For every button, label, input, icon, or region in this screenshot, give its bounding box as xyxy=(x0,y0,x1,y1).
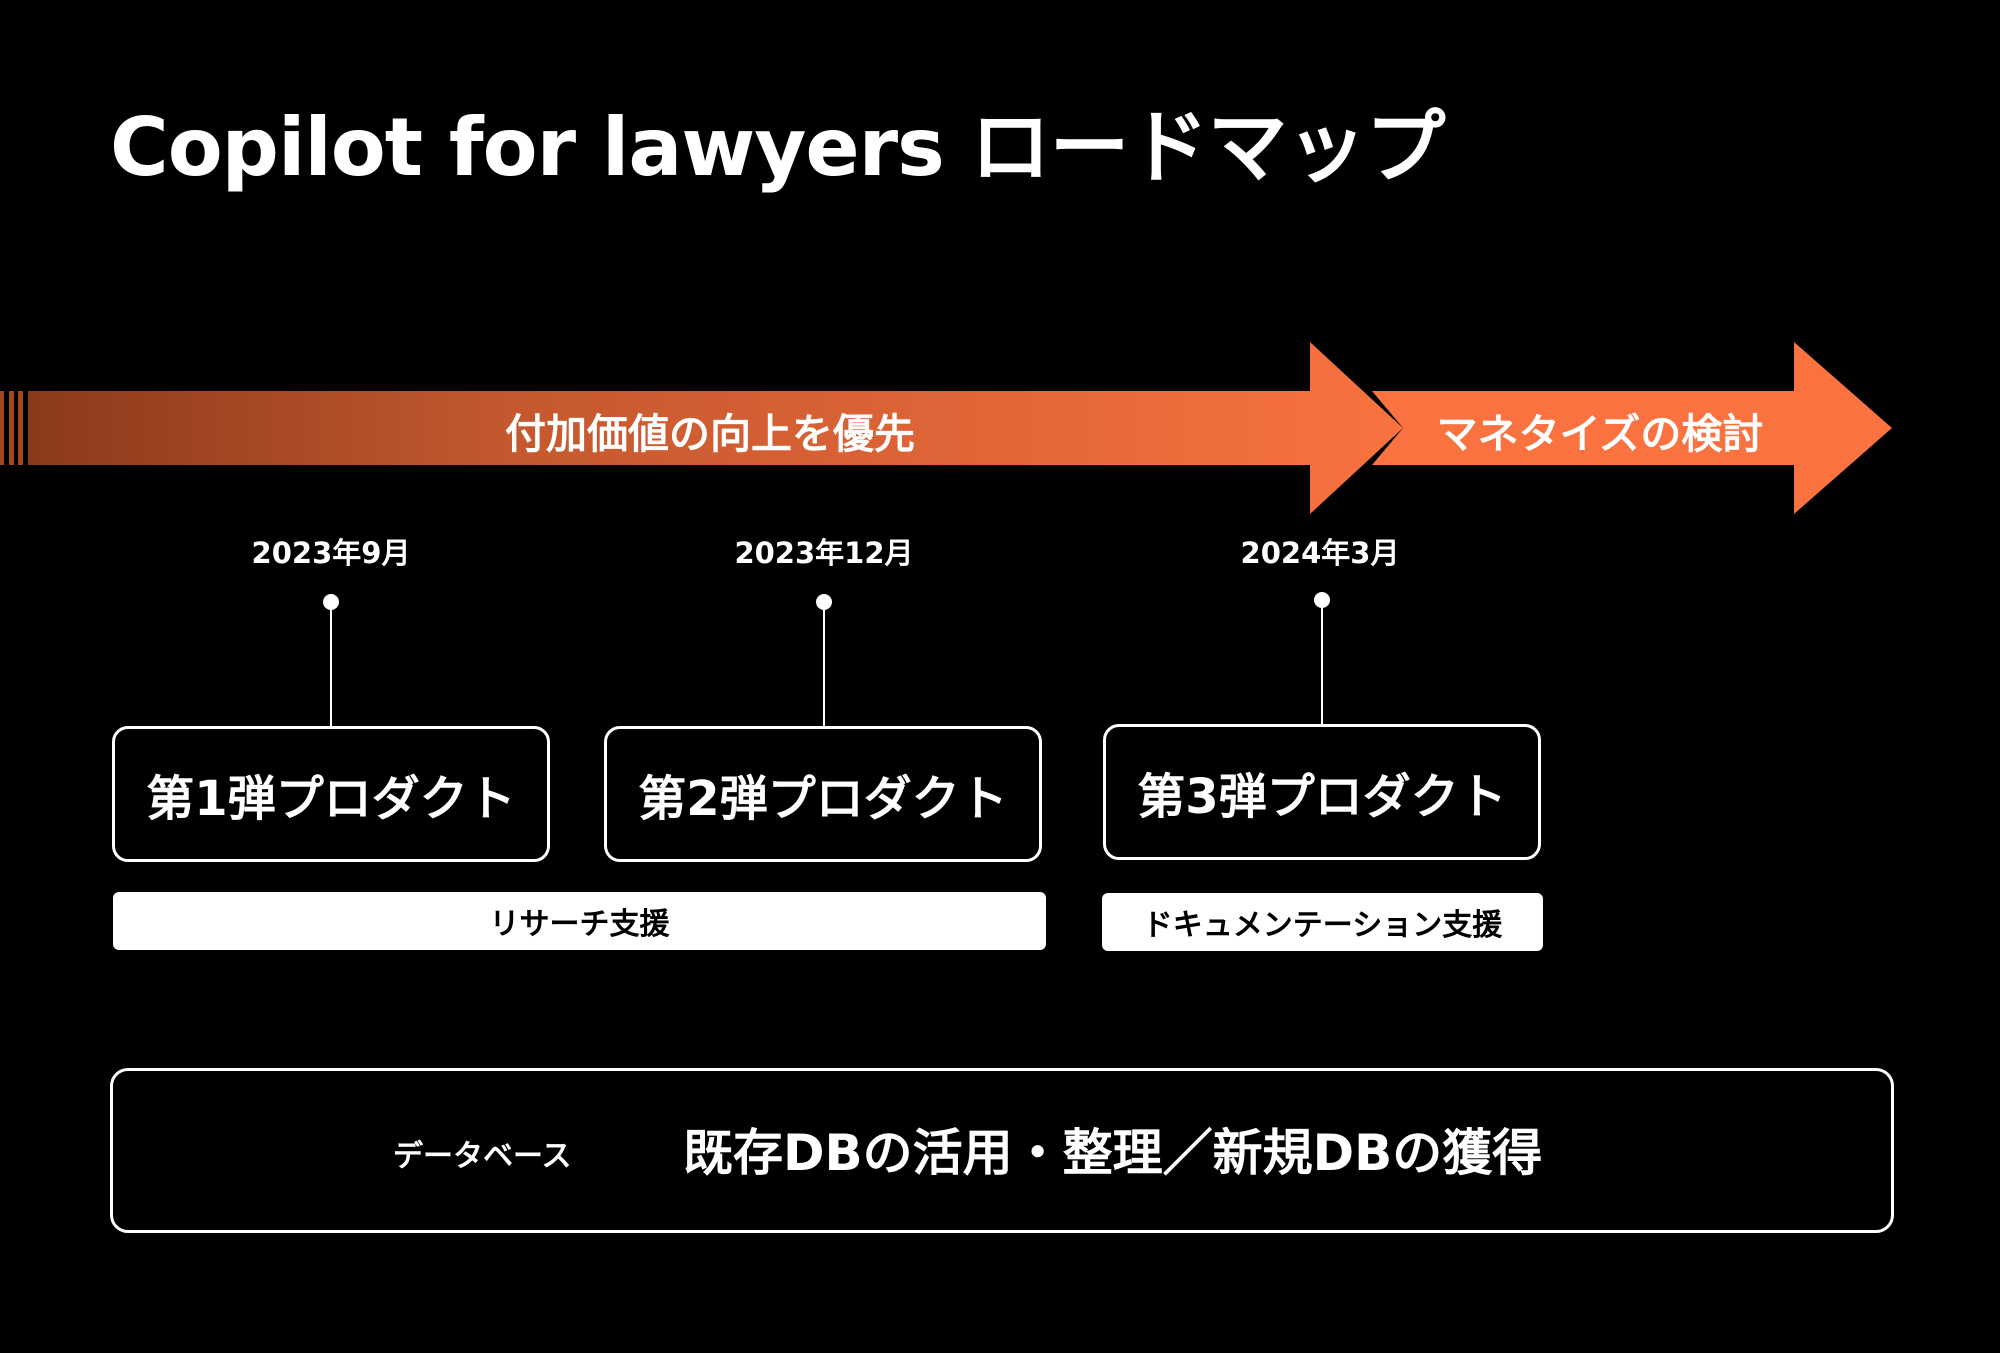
milestone-date: 2023年9月 xyxy=(251,536,411,570)
milestone-dot xyxy=(323,594,339,610)
arrow-stripe xyxy=(0,391,4,465)
support-bar-documentation: ドキュメンテーション支援 xyxy=(1102,893,1543,951)
support-bar-research: リサーチ支援 xyxy=(113,892,1046,950)
milestone-date: 2024年3月 xyxy=(1240,536,1400,570)
database-box: データベース 既存DBの活用・整理／新規DBの獲得 xyxy=(110,1068,1894,1233)
milestone-date: 2023年12月 xyxy=(734,536,914,570)
phase-label-priority: 付加価値の向上を優先 xyxy=(505,410,915,458)
page-title: Copilot for lawyers ロードマップ xyxy=(110,101,1446,194)
arrow-stripe xyxy=(18,391,23,465)
milestone-dot xyxy=(1314,592,1330,608)
milestone-connector xyxy=(330,608,332,728)
milestone-connector xyxy=(823,608,825,728)
milestone-dot xyxy=(816,594,832,610)
product-card-1: 第1弾プロダクト xyxy=(112,726,550,862)
milestone-connector xyxy=(1321,606,1323,726)
product-card-3: 第3弾プロダクト xyxy=(1103,724,1541,860)
phase-arrow-2 xyxy=(1372,342,1892,514)
phase-label-monetization: マネタイズの検討 xyxy=(1436,410,1764,458)
database-text: 既存DBの活用・整理／新規DBの獲得 xyxy=(683,1124,1543,1182)
product-card-2: 第2弾プロダクト xyxy=(604,726,1042,862)
phase-arrow-1 xyxy=(28,342,1403,514)
database-label: データベース xyxy=(393,1139,572,1174)
arrow-stripe xyxy=(9,391,14,465)
